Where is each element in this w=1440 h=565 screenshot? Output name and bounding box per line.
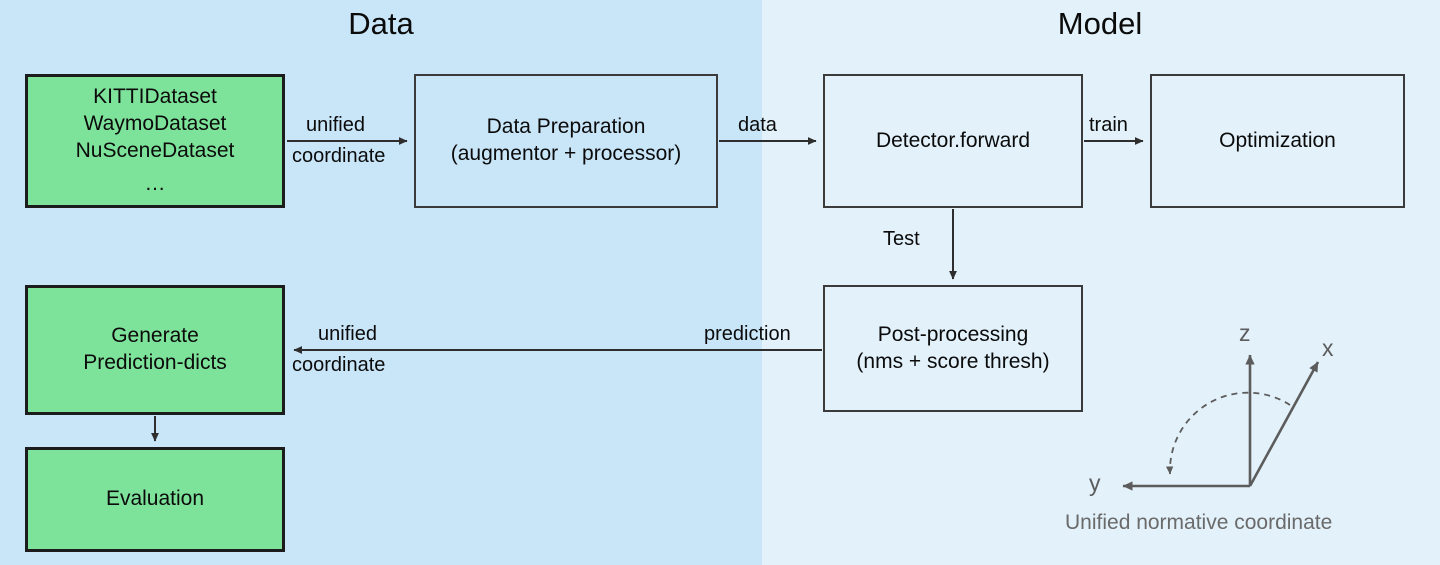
node-datasets[interactable]: KITTIDataset WaymoDataset NuSceneDataset… <box>25 74 285 208</box>
coordinate-axis-z-label: z <box>1239 320 1251 346</box>
coordinate-axis-y-label: y <box>1089 470 1101 496</box>
node-optimization[interactable]: Optimization <box>1150 74 1405 208</box>
node-data-preparation[interactable]: Data Preparation (augmentor + processor) <box>414 74 718 208</box>
node-data-preparation-line-2: (augmentor + processor) <box>450 142 682 165</box>
panel-model <box>762 0 1440 565</box>
node-post-processing[interactable]: Post-processing (nms + score thresh) <box>823 285 1083 412</box>
node-detector-forward[interactable]: Detector.forward <box>823 74 1083 208</box>
node-evaluation-label: Evaluation <box>105 487 205 511</box>
edge-label-test: Test <box>883 228 920 250</box>
node-post-processing-line-2: (nms + score thresh) <box>856 349 1050 373</box>
panel-model-title: Model <box>1057 6 1143 41</box>
edge-label-prediction: prediction <box>704 323 791 345</box>
node-generate-prediction-dicts-line-1: Generate <box>111 324 199 348</box>
edge-label-train: train <box>1089 114 1128 136</box>
node-generate-prediction-dicts[interactable]: Generate Prediction-dicts <box>25 285 285 415</box>
edge-label-coordinate-top: coordinate <box>292 145 386 167</box>
node-generate-prediction-dicts-line-2: Prediction-dicts <box>83 351 227 374</box>
edge-label-coordinate-bottom: coordinate <box>292 354 386 376</box>
edge-label-unified-bottom: unified <box>318 323 377 345</box>
node-evaluation[interactable]: Evaluation <box>25 447 285 552</box>
edge-label-unified-top: unified <box>306 114 365 136</box>
node-post-processing-line-1: Post-processing <box>877 322 1029 346</box>
node-datasets-line-4: … <box>144 171 166 195</box>
node-data-preparation-line-1: Data Preparation <box>486 115 646 139</box>
node-datasets-line-2: WaymoDataset <box>83 112 227 136</box>
node-datasets-line-3: NuSceneDataset <box>75 139 235 162</box>
edge-label-data: data <box>738 114 777 136</box>
coordinate-axis-x-label: x <box>1322 335 1334 361</box>
node-optimization-label: Optimization <box>1219 128 1336 152</box>
panel-data-title: Data <box>348 6 414 41</box>
node-datasets-line-1: KITTIDataset <box>93 85 217 109</box>
node-detector-forward-label: Detector.forward <box>875 128 1031 152</box>
coordinate-caption: Unified normative coordinate <box>1065 511 1333 534</box>
